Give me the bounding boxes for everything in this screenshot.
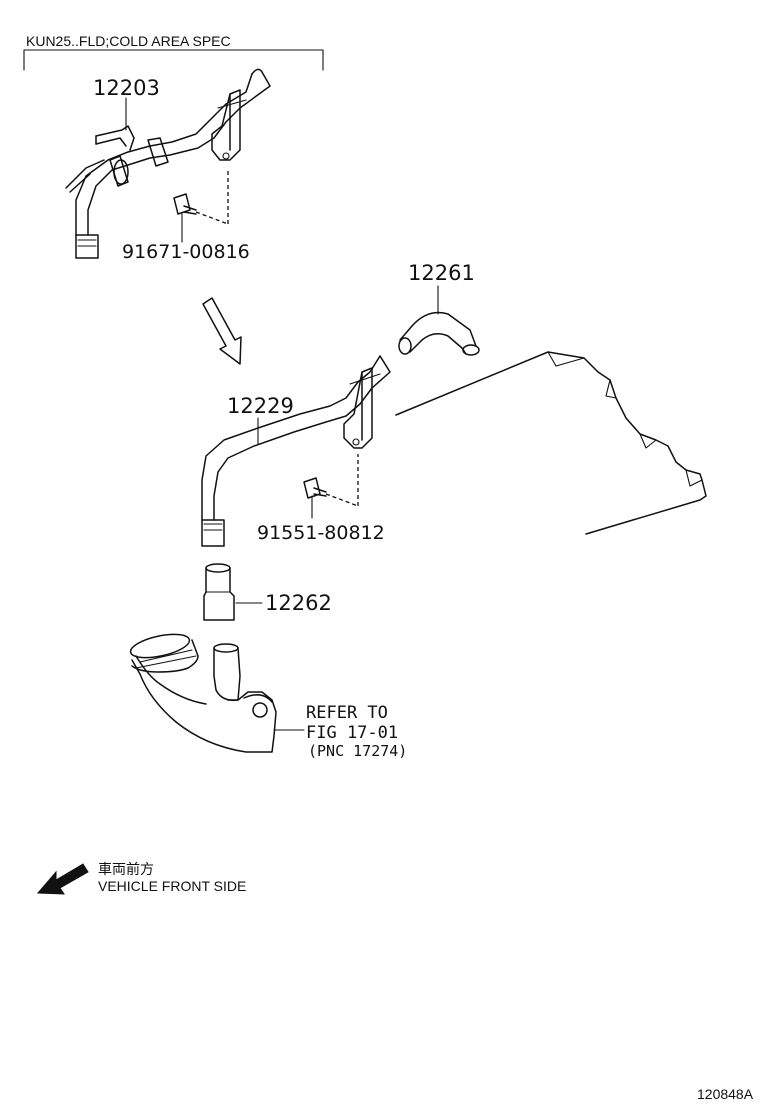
direction-english-label: VEHICLE FRONT SIDE <box>98 878 246 894</box>
spec-label: KUN25..FLD;COLD AREA SPEC <box>26 33 231 49</box>
engine-cover-outline <box>395 351 707 535</box>
direction-japanese-label: 車両前方 <box>98 861 154 877</box>
reference-line-2: FIG 17-01 <box>306 723 398 743</box>
part-12261-label: 12261 <box>408 261 475 285</box>
bolt-91671-drawing <box>173 170 229 225</box>
hose-12261-drawing <box>398 311 480 356</box>
pipe-12229-drawing <box>201 355 391 547</box>
part-91551-label: 91551-80812 <box>257 522 385 544</box>
pipe-12203-drawing <box>65 68 271 259</box>
vehicle-front-arrow-icon <box>36 863 89 895</box>
part-91671-label: 91671-00816 <box>122 241 250 263</box>
spec-bracket <box>23 49 324 71</box>
guide-arrow-icon <box>202 297 242 365</box>
reference-line-3: (PNC 17274) <box>308 742 407 760</box>
intake-elbow-drawing <box>129 633 277 753</box>
bolt-91551-drawing <box>303 454 359 507</box>
hose-12262-drawing <box>203 563 235 621</box>
part-12262-label: 12262 <box>265 591 332 615</box>
part-12229-label: 12229 <box>227 394 294 418</box>
part-12203-label: 12203 <box>93 76 160 100</box>
illustration-id: 120848A <box>697 1086 754 1102</box>
reference-line-1: REFER TO <box>306 703 388 723</box>
